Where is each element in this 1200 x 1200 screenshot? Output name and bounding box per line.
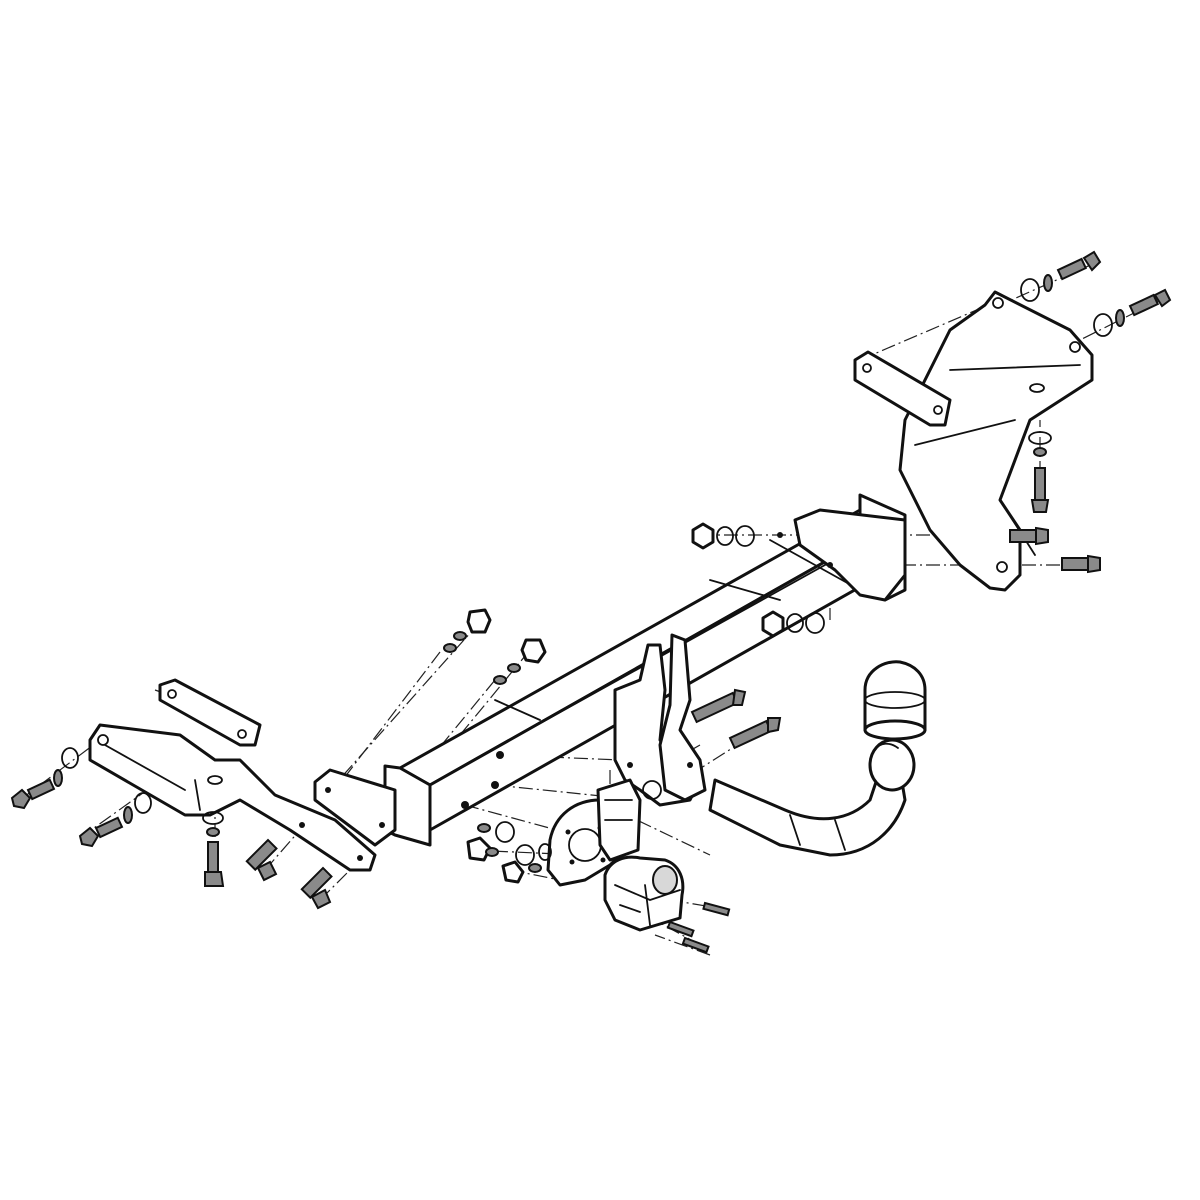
right-side-bracket [898, 290, 1094, 592]
screw [702, 901, 731, 917]
socket-mounting-plate [546, 778, 642, 887]
socket-fasteners [461, 751, 731, 954]
centre-tow-bracket [613, 633, 707, 807]
beam-nuts-right [691, 522, 825, 638]
electrical-socket [603, 855, 685, 932]
screw [681, 936, 710, 954]
screw [666, 920, 695, 938]
bolt [1093, 288, 1172, 337]
bolt [78, 792, 152, 848]
tow-ball-cover [863, 660, 927, 741]
right-spacer-plate [853, 350, 952, 427]
tow-ball-neck [708, 738, 916, 857]
bolt [202, 811, 225, 887]
bolt [1028, 431, 1052, 513]
right-beam-end-plate [777, 508, 907, 602]
bolt [1020, 250, 1102, 302]
left-beam-end-plate [313, 768, 397, 847]
beam-nuts-left [443, 608, 547, 685]
left-spacer-plate [158, 678, 262, 747]
right-bracket-bolts [1009, 250, 1172, 574]
left-side-bracket [88, 723, 377, 872]
centre-bracket-bolts [690, 688, 782, 750]
bolt [245, 838, 278, 882]
bolt [1061, 554, 1101, 574]
left-bracket-bolts [10, 747, 333, 910]
bolt [10, 747, 79, 810]
bolt [300, 866, 333, 910]
bolt [728, 717, 782, 750]
bolt [690, 688, 747, 724]
bolt [1009, 526, 1049, 546]
